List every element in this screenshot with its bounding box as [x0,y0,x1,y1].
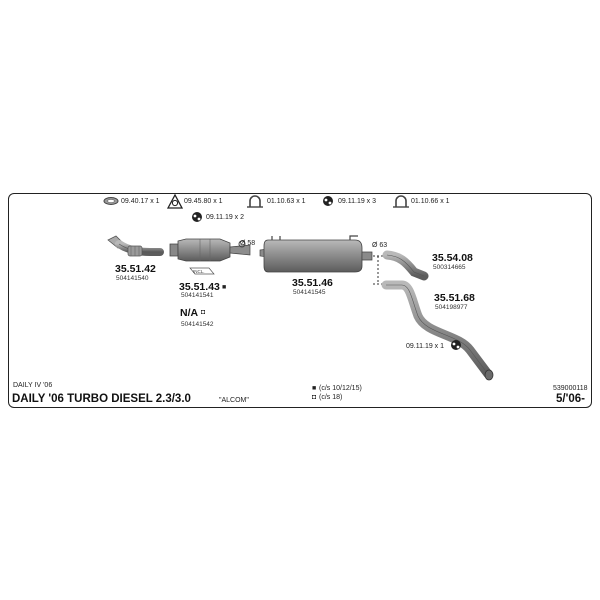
oem-number: 504198977 [435,304,468,311]
variant-label: "ALCOM" [219,397,249,404]
page-title: DAILY '06 TURBO DIESEL 2.3/3.0 [12,393,191,405]
accessory-code: 09.11.19 x 3 [338,198,377,205]
legend-text: (c/s 10/12/15) [319,385,362,392]
legend-symbol: ■ [312,385,317,392]
part-number: N/A [180,307,199,319]
oem-number: 500314665 [433,264,466,271]
accessory-code: 09.45.80 x 1 [184,198,223,205]
gasket-ring-icon [103,197,119,205]
diameter-label: Ø 58 [240,240,256,247]
marker-symbol: ■ [222,284,227,291]
triangular-flange-gasket-icon [166,193,184,209]
part-number: 35.51.46 [292,277,333,289]
oem-number: 504141540 [116,275,149,282]
u-clamp-icon [247,195,263,208]
catalytic-converter-part [169,238,251,275]
intermediate-pipe-part [382,250,429,281]
part-number: 35.51.42 [115,263,156,275]
catalog-code: 539000118 [553,385,588,392]
oem-number: 504141545 [293,289,326,296]
legend-symbol: ◘ [312,394,317,401]
part-number: 35.51.43 [179,281,220,293]
date-label: 5/'06- [556,393,585,405]
legend-text: (c/s 18) [319,394,343,401]
diameter-label: Ø 63 [372,242,388,249]
accessory-code: 01.10.63 x 1 [267,198,306,205]
rubber-hanger-icon [451,340,461,350]
u-clamp-icon [393,195,409,208]
rubber-hanger-icon [192,212,202,222]
model-label: DAILY IV '06 [13,382,53,389]
accessory-code: 01.10.66 x 1 [411,198,450,205]
incl-label: INCL. [193,269,205,274]
accessory-code: 09.40.17 x 1 [121,198,160,205]
part-number: 35.51.68 [434,292,475,304]
middle-silencer-part [259,235,373,273]
accessory-code: 09.11.19 x 1 [406,343,445,350]
oem-number: 504141542 [181,321,214,328]
tail-pipe-part [381,280,494,381]
diagram-frame [8,193,592,408]
oem-number: 504141541 [181,292,214,299]
part-number: 35.54.08 [432,252,473,264]
rubber-hanger-icon [323,196,333,206]
accessory-code: 09.11.19 x 2 [206,214,245,221]
clamp-icon [238,240,246,248]
front-pipe-part [107,235,164,257]
connection-guide-line [373,255,383,285]
marker-symbol: ◘ [201,309,206,316]
